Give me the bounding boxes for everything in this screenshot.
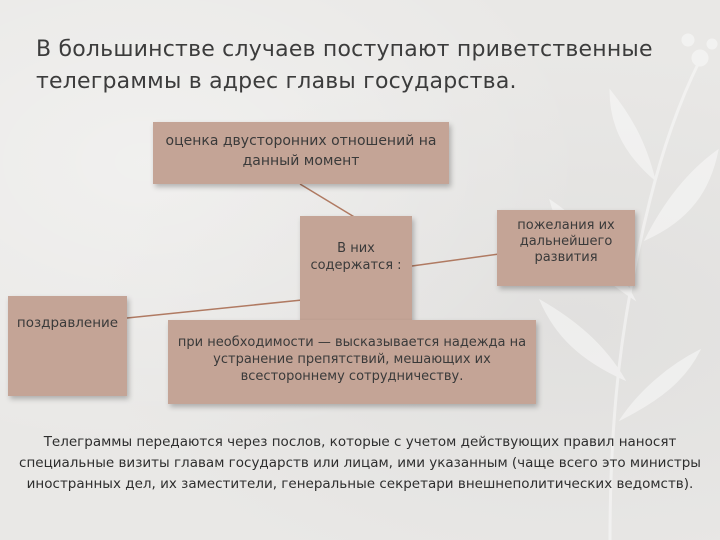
node-necessity: при необходимости — высказывается надежд…: [168, 320, 536, 404]
bottom-paragraph: Телеграммы передаются через послов, кото…: [19, 434, 701, 492]
connector-assessment: [299, 183, 357, 219]
node-congratulations: поздравление: [8, 296, 127, 396]
connector-congratulations: [126, 299, 303, 319]
node-contain: В них содержатся :: [300, 216, 412, 322]
connector-wishes: [411, 253, 500, 267]
node-contain-label: В них содержатся :: [310, 241, 402, 273]
node-congratulations-label: поздравление: [16, 315, 119, 331]
node-wishes: пожелания их дальнейшего развития: [497, 210, 635, 286]
slide-title: В большинстве случаев поступают приветст…: [36, 37, 653, 94]
node-wishes-label: пожелания их дальнейшего развития: [517, 218, 615, 265]
node-assessment: оценка двусторонних отношений на данный …: [153, 122, 449, 184]
node-assessment-label: оценка двусторонних отношений на данный …: [165, 133, 437, 169]
node-necessity-label: при необходимости — высказывается надежд…: [177, 335, 527, 384]
